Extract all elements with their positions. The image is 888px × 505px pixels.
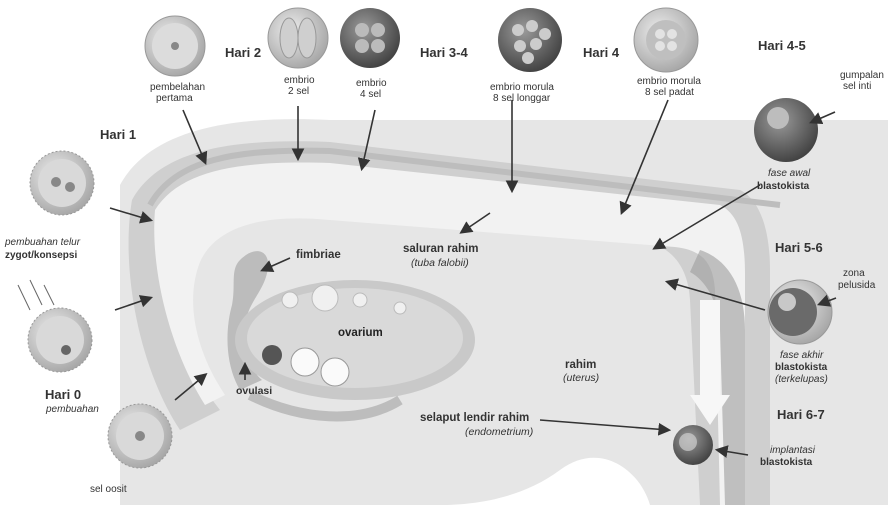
fimbriae-label: fimbriae xyxy=(296,250,341,261)
zygote-caption: zygot/konsepsi xyxy=(5,250,77,261)
zona-pellucida-caption-line1: zona xyxy=(843,268,865,279)
day-3-4-heading: Hari 3-4 xyxy=(420,45,468,60)
embryo-2-cell-caption-line1: embrio xyxy=(284,75,315,86)
endometrium-latin-label: (endometrium) xyxy=(465,427,533,438)
first-cleavage-caption-line2: pertama xyxy=(156,93,193,104)
fallopian-tube-label: saluran rahim xyxy=(403,244,478,255)
egg-fertilization-caption: pembuahan telur xyxy=(5,237,80,248)
sperm-cell-illustrations xyxy=(18,280,54,310)
day-4-5-heading: Hari 4-5 xyxy=(758,38,806,53)
morula-loose-caption-line2: 8 sel longgar xyxy=(493,93,550,104)
embryo-4-cell-caption-line1: embrio xyxy=(356,78,387,89)
early-blastocyst-caption-line1: fase awal xyxy=(768,168,810,179)
ovulation-label: ovulasi xyxy=(236,386,272,397)
morula-compact-caption-line1: embrio morula xyxy=(637,76,701,87)
zona-pellucida-caption-line2: pelusida xyxy=(838,280,875,291)
late-blastocyst-caption-line3: (terkelupas) xyxy=(775,374,828,385)
morula-compact-caption-line2: 8 sel padat xyxy=(645,87,694,98)
fallopian-tube-latin-label: (tuba falobii) xyxy=(411,258,469,269)
embryo-2-cell-caption-line2: 2 sel xyxy=(288,86,309,97)
late-blastocyst-caption-line2: blastokista xyxy=(775,362,827,373)
inner-cell-mass-caption-line1: gumpalan xyxy=(840,70,884,81)
day-2-heading: Hari 2 xyxy=(225,45,261,60)
uterus-latin-label: (uterus) xyxy=(563,373,599,384)
embryo-4-cell-caption-line2: 4 sel xyxy=(360,89,381,100)
day-5-6-heading: Hari 5-6 xyxy=(775,240,823,255)
day-0-heading: Hari 0 xyxy=(45,387,81,402)
late-blastocyst-caption-line1: fase akhir xyxy=(780,350,823,361)
morula-loose-caption-line1: embrio morula xyxy=(490,82,554,93)
day-4-heading: Hari 4 xyxy=(583,45,619,60)
fertilization-caption: pembuahan xyxy=(46,404,99,415)
day-6-7-heading: Hari 6-7 xyxy=(777,407,825,422)
implantation-caption-line2: blastokista xyxy=(760,457,812,468)
cell-4-cell-embryo xyxy=(340,8,400,68)
ovary-label: ovarium xyxy=(338,328,383,339)
oocyte-caption: sel oosit xyxy=(90,484,127,495)
endometrium-label: selaput lendir rahim xyxy=(420,413,529,424)
inner-cell-mass-caption-line2: sel inti xyxy=(843,81,871,92)
first-cleavage-caption-line1: pembelahan xyxy=(150,82,205,93)
cell-early-blastocyst xyxy=(754,98,818,162)
uterus-label: rahim xyxy=(565,360,596,371)
early-blastocyst-caption-line2: blastokista xyxy=(757,181,809,192)
day-1-heading: Hari 1 xyxy=(100,127,136,142)
implantation-caption-line1: implantasi xyxy=(770,445,815,456)
